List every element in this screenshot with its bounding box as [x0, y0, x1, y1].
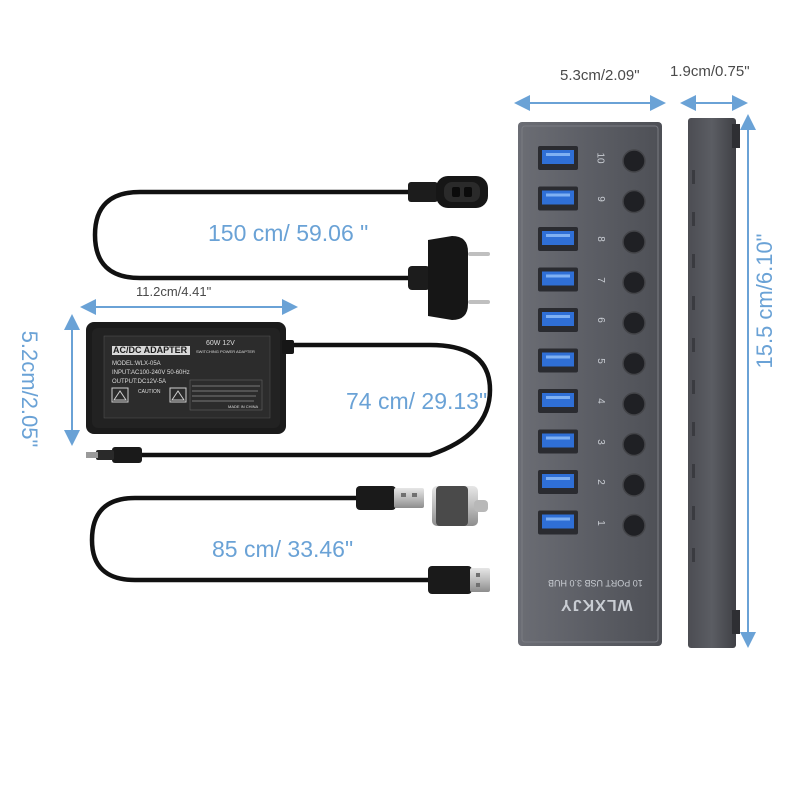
- usb-port-insert-7: [542, 271, 574, 286]
- side-vent-mark: [692, 212, 695, 226]
- usb-port-pins-2: [546, 477, 570, 480]
- figure8-connector: [408, 182, 438, 202]
- usb-a-plug-top: [394, 488, 424, 508]
- port-number-label: 8: [594, 236, 606, 242]
- usb-port-insert-8: [542, 231, 574, 245]
- port-number-label: 1: [594, 519, 606, 526]
- side-vent-mark: [692, 296, 695, 310]
- usb-port-pins-1: [546, 517, 570, 521]
- side-vent-mark: [692, 380, 695, 394]
- usb-port-pins-7: [546, 274, 570, 278]
- adapter-label-subtitle: SWITCHING POWER ADAPTER: [196, 349, 255, 354]
- usb-port-pins-9: [546, 193, 570, 197]
- side-vent-mark: [692, 506, 695, 520]
- usb-port-insert-2: [542, 474, 574, 488]
- usb-port-pins-6: [546, 315, 570, 318]
- port-number-label: 10: [594, 152, 606, 164]
- usb-port-pins-8: [546, 234, 570, 237]
- eu-plug: [408, 266, 430, 290]
- power-adapter: [86, 322, 493, 463]
- port-switch-button-2[interactable]: [622, 473, 646, 497]
- dc-cable-length-label: 74 cm/ 29.13": [346, 388, 488, 414]
- adapter-label-model: MODEL:WLX-05A: [112, 361, 161, 367]
- side-vent-mark: [692, 464, 695, 478]
- port-number-label: 5: [594, 357, 606, 364]
- side-vent-mark: [692, 338, 695, 352]
- port-number-label: 7: [594, 276, 606, 283]
- port-switch-button-8[interactable]: [622, 230, 646, 254]
- port-switch-button-9[interactable]: [622, 189, 646, 214]
- adapter-label-title: AC/DC ADAPTER: [113, 345, 188, 355]
- port-number-label: 2: [594, 479, 606, 485]
- dimension-arrows: [64, 95, 756, 648]
- usb-port-insert-4: [542, 393, 574, 407]
- usb-port-pins-5: [546, 355, 570, 359]
- port-switch-button-4[interactable]: [622, 392, 646, 416]
- adapter-label-rating: 60W 12V: [206, 340, 235, 347]
- usb-cable: [89, 486, 490, 594]
- usb-port-insert-3: [542, 433, 574, 448]
- port-number-label: 3: [594, 438, 606, 445]
- usb-a-plug-bottom: [470, 568, 490, 592]
- power-cord: [92, 176, 490, 320]
- usb-cable-length-label: 85 cm/ 33.46": [212, 536, 354, 562]
- hub-width-label: 5.3cm/2.09": [560, 67, 640, 84]
- side-vent-mark: [692, 170, 695, 184]
- usb-port-insert-6: [542, 312, 574, 326]
- dc-plug: [96, 450, 114, 460]
- adapter-label-output: OUTPUT:DC12V-5A: [112, 379, 167, 385]
- adapter-label-caution: CAUTION: [138, 389, 161, 395]
- hub-brand-text: WLXKJY: [560, 596, 633, 613]
- adapter-label-origin: MADE IN CHINA: [228, 404, 259, 409]
- side-vent-mark: [692, 548, 695, 562]
- port-switch-button-1[interactable]: [622, 513, 646, 538]
- usb-port-insert-9: [542, 190, 574, 205]
- usb-hub-side: [688, 118, 740, 648]
- usb-port-pins-10: [546, 153, 570, 156]
- port-switch-button-6[interactable]: [622, 311, 646, 335]
- port-switch-button-3[interactable]: [622, 432, 646, 457]
- port-switch-button-7[interactable]: [622, 270, 646, 295]
- port-switch-button-10[interactable]: [622, 149, 646, 173]
- adapter-label-input: INPUT:AC100-240V 50-60Hz: [112, 370, 190, 376]
- power-cord-length-label: 150 cm/ 59.06 ": [208, 220, 369, 246]
- hub-ports: [538, 146, 646, 538]
- adapter-width-label: 11.2cm/4.41": [136, 284, 212, 299]
- hub-height-label: 15.5 cm/6.10": [752, 233, 777, 369]
- port-switch-button-5[interactable]: [622, 351, 646, 376]
- usb-port-pins-4: [546, 396, 570, 399]
- port-number-label: 4: [594, 398, 606, 404]
- usb-port-insert-5: [542, 352, 574, 367]
- hub-depth-label: 1.9cm/0.75": [670, 63, 750, 80]
- side-vent-mark: [692, 254, 695, 268]
- side-vent-mark: [692, 422, 695, 436]
- port-number-label: 9: [594, 195, 606, 202]
- port-number-label: 6: [594, 317, 606, 323]
- usb-port-insert-1: [542, 514, 574, 529]
- adapter-height-label: 5.2cm/2.05": [17, 330, 42, 448]
- hub-model-text: 10 PORT USB 3.0 HUB: [548, 578, 643, 588]
- usb-port-insert-10: [542, 150, 574, 164]
- usb-port-pins-3: [546, 436, 570, 440]
